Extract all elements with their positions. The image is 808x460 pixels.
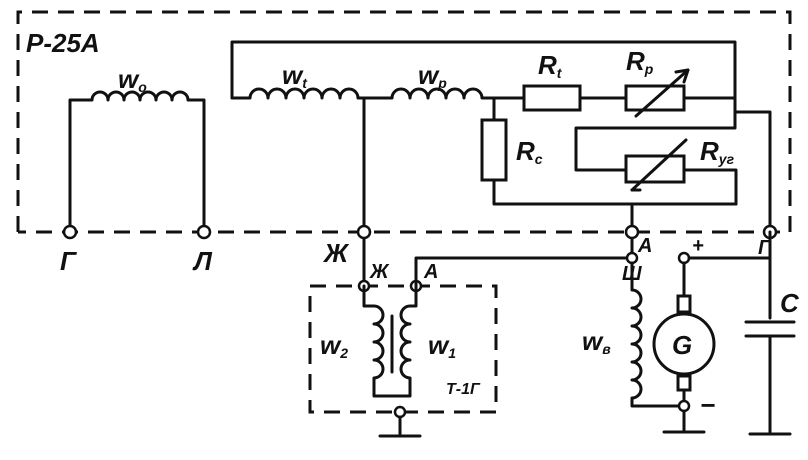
wv-label: wв	[582, 326, 611, 357]
terminal-g-left	[62, 224, 78, 240]
winding-wp: wр	[390, 60, 526, 100]
generator-ground	[662, 409, 706, 434]
transformer-label-zh: Ж	[369, 261, 390, 283]
ryg-loop	[574, 110, 737, 172]
capacitor-label: С	[780, 288, 800, 318]
w2-label: w2	[320, 330, 348, 361]
label-g-left: Г	[60, 246, 77, 276]
terminal-zh	[356, 224, 372, 240]
regulator-title: Р-25А	[26, 28, 100, 58]
transformer-label: Т-1Г	[446, 381, 481, 398]
Rt-label: Rt	[538, 50, 563, 81]
resistor-Ryg: Rуг	[624, 136, 738, 206]
terminal-a	[624, 224, 640, 240]
w1-label: w1	[428, 330, 456, 361]
regulator-top-loop	[230, 40, 737, 100]
a-link-wire	[414, 256, 634, 288]
label-l: Л	[192, 246, 213, 276]
transformer-ground	[378, 415, 422, 438]
label-plus: +	[692, 235, 704, 257]
capacitor: С	[744, 288, 800, 436]
generator-label: G	[672, 330, 692, 360]
label-minus: −	[700, 390, 715, 420]
label-zh: Ж	[322, 238, 350, 268]
Rp-label: Rр	[626, 46, 654, 77]
resistor-Rp: Rр	[624, 46, 737, 118]
transformer-enclosure	[308, 284, 498, 414]
resistor-Rt: Rt	[522, 50, 628, 112]
winding-w1: w1	[398, 284, 456, 398]
winding-w2: w2	[320, 284, 402, 398]
w0-label: wо	[118, 64, 147, 95]
winding-wt: wt	[230, 60, 394, 100]
regulator-enclosure	[16, 10, 792, 234]
right-regulator-wire	[733, 96, 772, 234]
winding-w0: wо	[68, 64, 206, 234]
Rc-label: Rс	[516, 136, 543, 167]
terminal-l	[196, 224, 212, 240]
generator: G	[652, 261, 716, 403]
label-a: А	[637, 235, 652, 257]
wt-label: wt	[282, 60, 308, 91]
winding-wv: wв	[582, 261, 686, 408]
wp-label: wр	[418, 60, 447, 91]
resistor-Rc: Rс	[480, 96, 738, 206]
Ryg-label: Rуг	[700, 136, 735, 167]
transformer-label-a: А	[423, 261, 438, 283]
